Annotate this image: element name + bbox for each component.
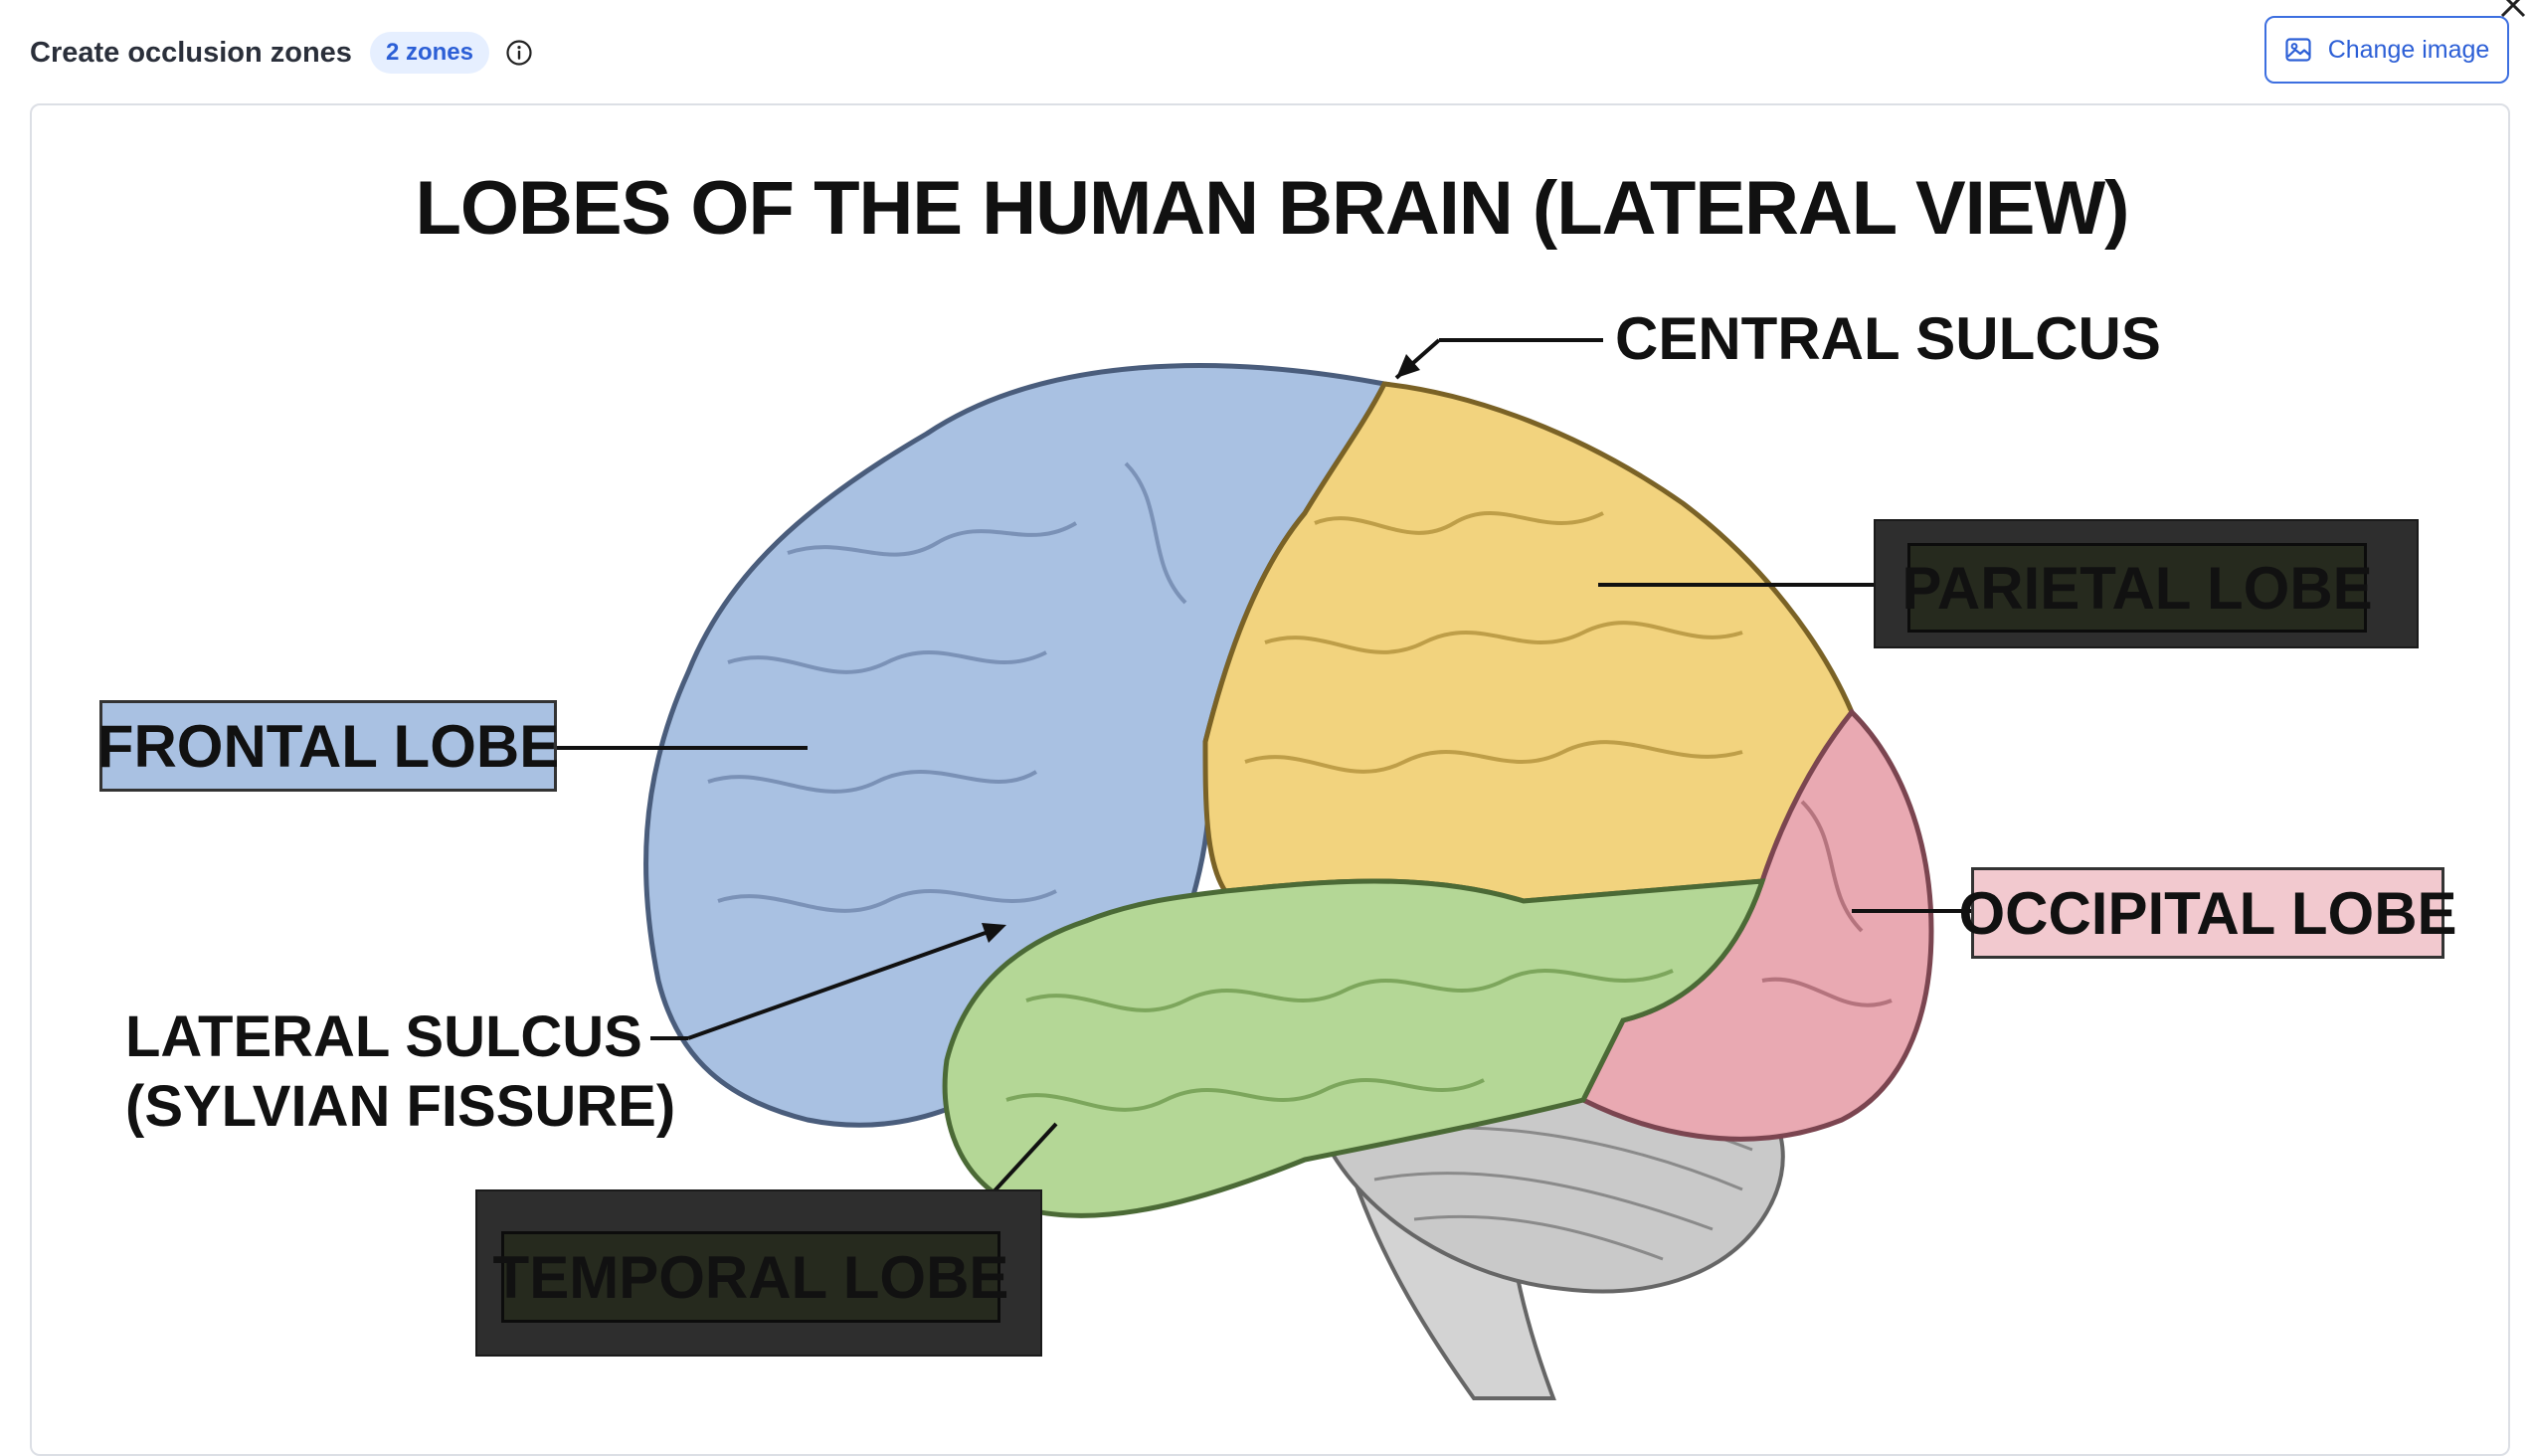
label-central-sulcus: CENTRAL SULCUS bbox=[1615, 305, 2161, 372]
label-frontal-lobe: FRONTAL LOBE bbox=[96, 712, 560, 780]
page-title: Create occlusion zones bbox=[30, 36, 352, 69]
brain-illustration bbox=[557, 338, 1971, 1400]
header-bar: Create occlusion zones 2 zones bbox=[30, 28, 533, 78]
label-frontal-lobe-box: FRONTAL LOBE bbox=[96, 700, 560, 792]
change-image-label: Change image bbox=[2327, 35, 2490, 64]
brain-diagram: LOBES OF THE HUMAN BRAIN (LATERAL VIEW) bbox=[32, 105, 2508, 1454]
occluded-label-parietal-lobe: PARIETAL LOBE bbox=[1901, 554, 2373, 622]
label-occipital-lobe: OCCIPITAL LOBE bbox=[1958, 879, 2457, 947]
label-occipital-lobe-box: OCCIPITAL LOBE bbox=[1958, 867, 2457, 959]
diagram-title: LOBES OF THE HUMAN BRAIN (LATERAL VIEW) bbox=[415, 166, 2130, 251]
info-circle-icon[interactable] bbox=[505, 39, 533, 67]
occluded-label-box: PARIETAL LOBE bbox=[1901, 543, 2373, 633]
occlusion-zone-2[interactable]: TEMPORAL LOBE bbox=[475, 1189, 1042, 1357]
image-canvas[interactable]: LOBES OF THE HUMAN BRAIN (LATERAL VIEW) bbox=[30, 103, 2510, 1456]
label-lateral-sulcus-line1: LATERAL SULCUS bbox=[125, 1004, 642, 1069]
close-icon[interactable] bbox=[2496, 0, 2532, 24]
label-lateral-sulcus: LATERAL SULCUS (SYLVIAN FISSURE) bbox=[125, 1002, 676, 1142]
occlusion-zone-1[interactable]: PARIETAL LOBE bbox=[1874, 519, 2419, 648]
occluded-label-temporal-lobe: TEMPORAL LOBE bbox=[492, 1243, 1009, 1311]
occluded-label-box: TEMPORAL LOBE bbox=[493, 1231, 1008, 1323]
zones-count-badge: 2 zones bbox=[369, 32, 489, 74]
label-lateral-sulcus-line2: (SYLVIAN FISSURE) bbox=[125, 1074, 676, 1139]
change-image-button[interactable]: Change image bbox=[2264, 16, 2509, 84]
image-icon bbox=[2284, 36, 2312, 64]
